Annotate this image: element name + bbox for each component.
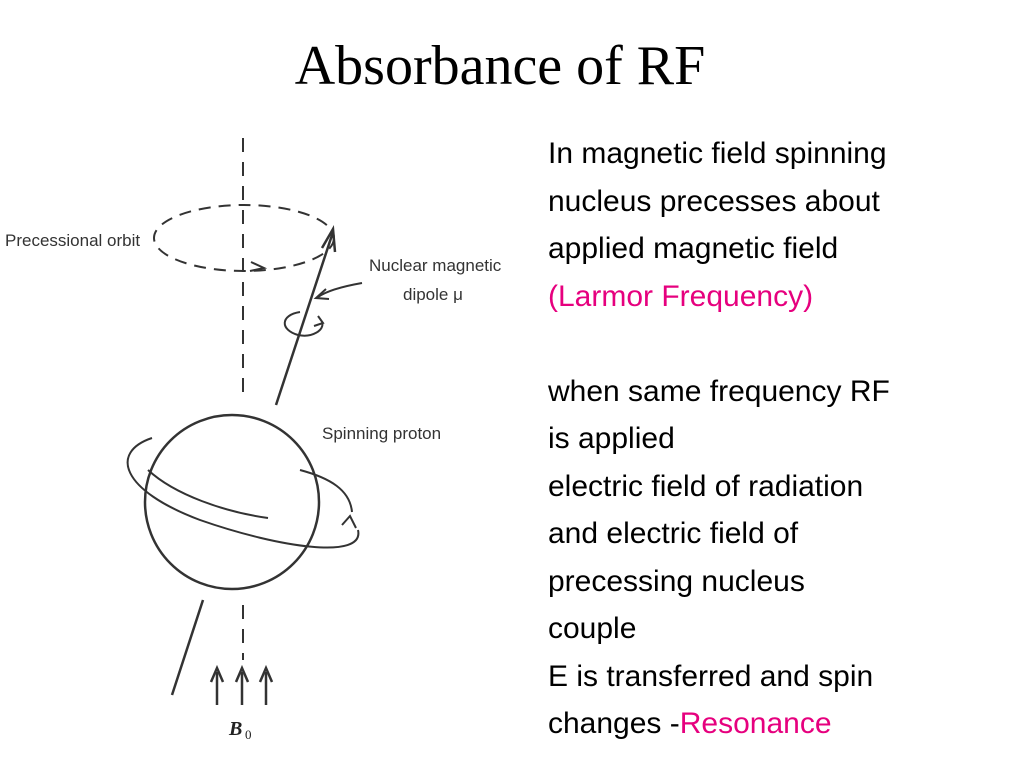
- label-spinning-proton: Spinning proton: [322, 424, 441, 443]
- proton-spin-ring-back: [299, 469, 353, 513]
- text-line: electric field of radiation: [548, 469, 864, 503]
- field-arrow-left-head-icon: [209, 664, 225, 683]
- spin-loop-icon: [283, 311, 324, 337]
- text-line-resonance: changes -Resonance: [548, 700, 1018, 748]
- text-line: E is transferred and spin: [548, 659, 874, 693]
- text-line: couple: [548, 612, 637, 645]
- explanation-text: In magnetic field spinning nucleus prece…: [548, 130, 1018, 748]
- text-line: applied magnetic field: [548, 232, 839, 265]
- slide-title: Absorbance of RF: [294, 35, 706, 97]
- dipole-pointer-arrowhead-icon: [313, 288, 330, 300]
- text-line: In magnetic field spinning: [548, 137, 887, 170]
- field-arrow-center-head-icon: [234, 664, 250, 683]
- text-line: nucleus precesses about: [548, 184, 880, 218]
- label-field-b0-subscript: 0: [245, 727, 252, 742]
- spin-ring-arrow-icon: [341, 514, 357, 529]
- text-line: precessing nucleus: [548, 564, 805, 598]
- label-field-b0: B: [228, 718, 242, 740]
- label-dipole-mu: dipole μ: [403, 285, 463, 304]
- orbit-arrow-icon: [249, 261, 268, 272]
- spin-axis-lower: [170, 599, 205, 696]
- dipole-arrowhead-icon: [320, 224, 337, 253]
- text-line: is applied: [548, 422, 675, 455]
- proton-precession-diagram: Precessional orbit Nuclear magnetic dipo…: [5, 138, 502, 742]
- larmor-frequency-text: (Larmor Frequency): [548, 279, 814, 313]
- label-nuclear-magnetic: Nuclear magnetic: [369, 256, 502, 275]
- text-line: and electric field of: [548, 517, 799, 550]
- spin-loop-arrow-icon: [313, 315, 325, 327]
- spin-axis-upper: [274, 231, 335, 406]
- text-line-prefix: changes -: [548, 707, 680, 740]
- proton-spin-ring: [126, 437, 360, 549]
- field-arrow-right-head-icon: [258, 664, 274, 683]
- resonance-text: Resonance: [679, 707, 832, 740]
- paragraph-spacer: [548, 320, 1018, 368]
- proton-spin-ring-front: [147, 469, 269, 519]
- spinning-proton-sphere: [143, 413, 321, 591]
- dipole-pointer-arrow: [317, 282, 363, 298]
- text-line: when same frequency RF: [548, 374, 890, 408]
- label-precessional-orbit: Precessional orbit: [5, 231, 140, 250]
